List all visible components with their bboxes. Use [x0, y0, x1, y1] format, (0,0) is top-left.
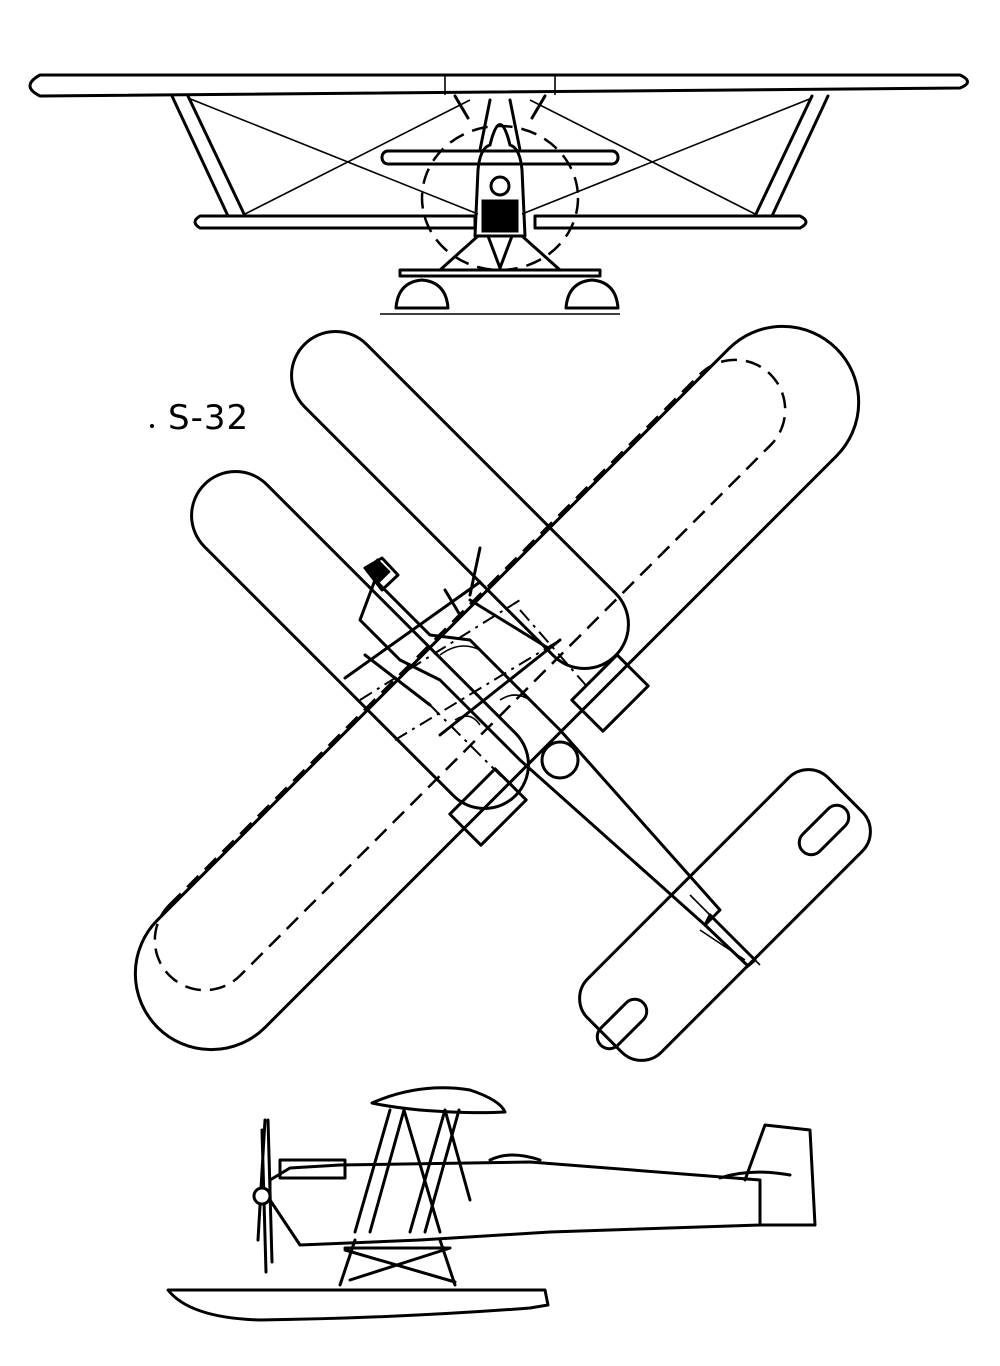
top-float-left: [190, 470, 530, 810]
side-interplane-struts: [353, 1108, 472, 1234]
top-float-right: [290, 330, 630, 670]
top-cockpit: [540, 740, 580, 780]
front-bracing-wires: [187, 97, 813, 215]
front-propeller-disc: [420, 124, 580, 272]
front-fuselage: [473, 123, 527, 238]
front-engine: [489, 175, 511, 197]
side-view: [166, 1086, 817, 1322]
front-float-left: [394, 278, 450, 310]
top-lower-wing-outline: [153, 358, 787, 992]
top-tailplane: [578, 768, 872, 1062]
front-view: [28, 73, 969, 315]
side-upper-wing: [370, 1086, 507, 1115]
front-interplane-struts: [170, 94, 830, 218]
side-float-struts: [338, 1238, 457, 1287]
front-upper-wing: [28, 73, 969, 98]
label-dot: [150, 424, 154, 428]
front-radiator: [481, 199, 519, 233]
top-upper-wing: [133, 324, 861, 1052]
side-tail-fin: [743, 1123, 817, 1227]
front-lower-wing: [193, 214, 477, 230]
front-float-right: [564, 278, 620, 310]
front-tailplane: [380, 149, 620, 166]
top-rudder: [703, 913, 757, 968]
top-view: [133, 324, 872, 1062]
front-float-struts: [418, 234, 582, 272]
side-float: [166, 1288, 550, 1322]
top-strut-details: [343, 546, 562, 737]
model-designation-label: S-32: [168, 398, 250, 438]
